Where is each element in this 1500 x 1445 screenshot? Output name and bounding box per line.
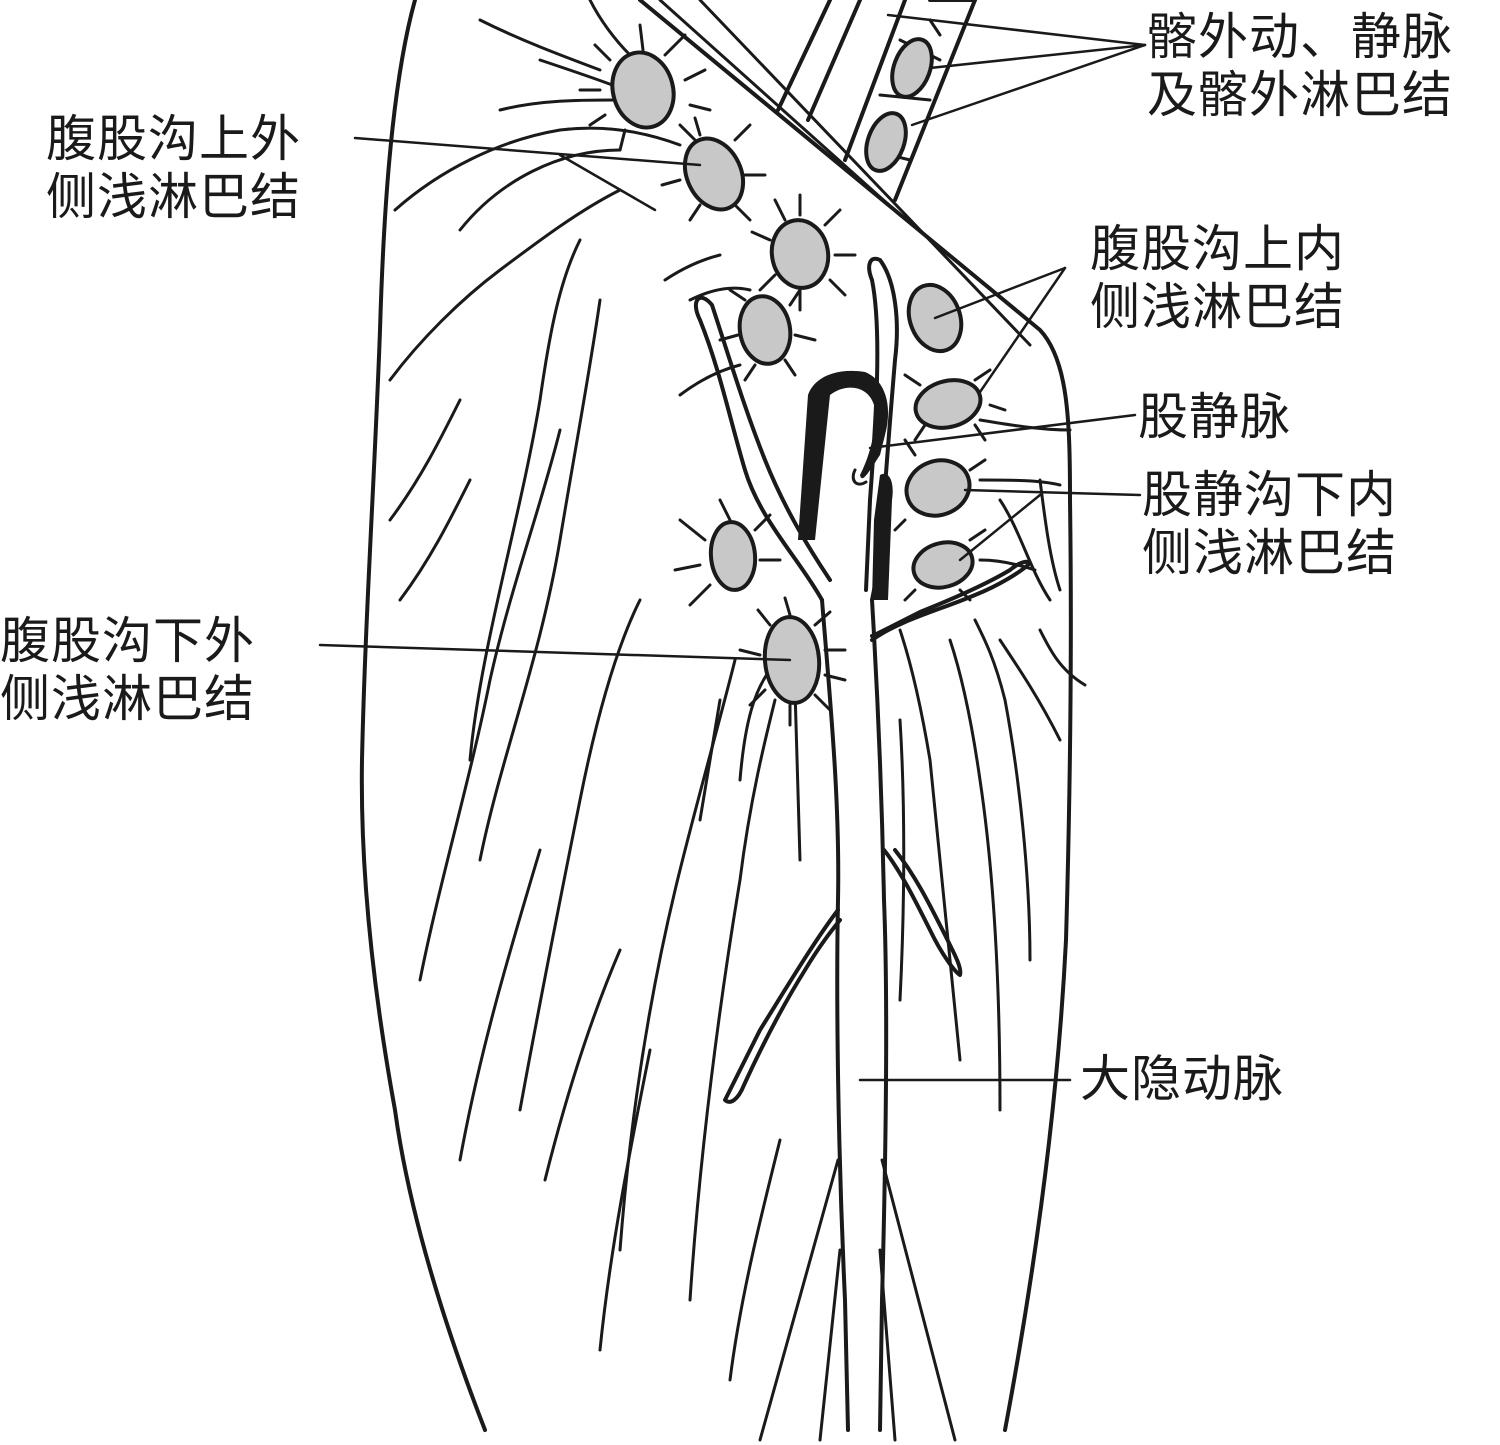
node-superolateral-3 [769, 218, 831, 290]
superolateral-nodes [578, 23, 857, 382]
label-femoral-vein-line-1: 股静脉 [1138, 388, 1291, 446]
label-inferolateral-line-1: 腹股沟下外 [0, 612, 255, 670]
label-saphenous-line-1: 大隐动脉 [1080, 1050, 1284, 1108]
label-femoral-vein: 股静脉 [1138, 388, 1291, 446]
label-iliac-line-2: 及髂外淋巴结 [1147, 66, 1453, 124]
leader-iliac-1 [886, 13, 1147, 47]
node-inferomedial-1 [904, 458, 972, 518]
leader-superomedial-1 [933, 266, 1067, 320]
leader-superomedial-2 [978, 266, 1067, 394]
saphenous-trunk [693, 256, 1031, 1442]
label-superolateral: 腹股沟上外 侧浅淋巴结 [46, 110, 301, 226]
external-iliac-vessels [776, 0, 977, 202]
label-inferomedial-line-2: 侧浅淋巴结 [1142, 524, 1397, 582]
inferolateral-nodes [673, 498, 847, 727]
leader-femoral-vein [868, 413, 1137, 450]
label-inferomedial-line-1: 股静沟下内 [1142, 466, 1397, 524]
leader-iliac-2 [928, 43, 1147, 70]
leader-superolateral-2 [558, 153, 657, 212]
leader-lines [318, 13, 1147, 1082]
label-inferolateral: 腹股沟下外 侧浅淋巴结 [0, 612, 255, 728]
node-superolateral-2 [682, 136, 746, 212]
node-inferolateral-2 [762, 615, 822, 705]
leader-inferomedial-2 [958, 493, 1042, 562]
node-rays-4 [718, 288, 817, 382]
node-rays-2 [660, 116, 767, 222]
inferomedial-nodes [893, 438, 987, 602]
node-inferolateral-1 [708, 520, 758, 592]
node-rays-3 [750, 193, 857, 312]
node-superolateral-1 [610, 50, 676, 130]
lymph-vessel-network [388, 0, 1087, 1382]
iliac-node-lower [864, 111, 908, 173]
label-inferomedial: 股静沟下内 侧浅淋巴结 [1142, 466, 1397, 582]
label-inferolateral-line-2: 侧浅淋巴结 [0, 670, 255, 728]
node-superomedial-2 [913, 378, 983, 430]
label-superomedial-line-2: 侧浅淋巴结 [1090, 278, 1345, 336]
label-superolateral-line-1: 腹股沟上外 [46, 110, 301, 168]
leader-iliac-3 [910, 43, 1147, 127]
label-saphenous: 大隐动脉 [1080, 1050, 1284, 1108]
node-rays-1 [578, 23, 712, 152]
iliac-node-upper [890, 37, 934, 99]
leader-inferolateral [318, 643, 792, 662]
label-superolateral-line-2: 侧浅淋巴结 [46, 168, 301, 226]
thigh-outline [359, 0, 1073, 1432]
leader-inferomedial-1 [963, 488, 1142, 497]
label-iliac-line-1: 髂外动、静脉 [1147, 8, 1453, 66]
femoral-vein [798, 370, 893, 600]
label-superomedial: 腹股沟上内 侧浅淋巴结 [1090, 220, 1345, 336]
node-superolateral-4 [737, 294, 793, 366]
node-inferomedial-2 [911, 540, 975, 590]
leader-superolateral-1 [353, 136, 702, 167]
label-superomedial-line-1: 腹股沟上内 [1090, 220, 1345, 278]
label-iliac: 髂外动、静脉 及髂外淋巴结 [1147, 8, 1453, 124]
